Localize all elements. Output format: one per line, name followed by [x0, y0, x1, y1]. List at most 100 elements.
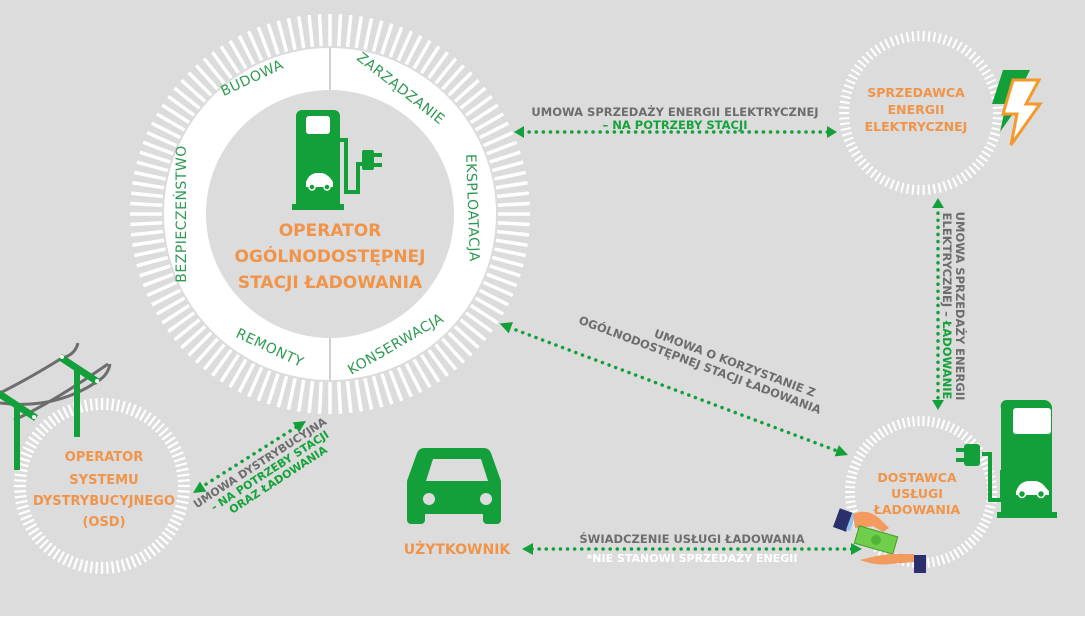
tick-mark: [187, 331, 213, 357]
tick-mark: [478, 121, 509, 140]
tick-mark: [926, 557, 930, 568]
tick-mark: [912, 416, 916, 427]
tick-mark: [865, 51, 874, 61]
tick-mark: [486, 140, 518, 156]
relation-energy-sale-charging: UMOWA SPRZEDAŻY ENERGII ELEKTRYCZNEJ – Ł…: [932, 198, 968, 410]
tick-mark: [307, 380, 315, 414]
tick-mark: [988, 136, 999, 142]
tick-mark: [942, 34, 948, 45]
tick-mark: [276, 20, 289, 53]
tick-mark: [256, 26, 272, 58]
tick-mark: [164, 436, 176, 445]
tick-mark: [947, 36, 953, 47]
tick-mark: [846, 504, 857, 509]
tick-mark: [441, 64, 466, 91]
tick-mark: [889, 179, 895, 190]
tick-mark: [380, 373, 394, 405]
tick-mark: [161, 103, 191, 124]
tick-mark: [474, 112, 505, 132]
tick-mark: [464, 95, 493, 117]
tick-mark: [57, 551, 65, 563]
tick-mark: [78, 559, 84, 572]
tick-mark: [67, 404, 74, 417]
tick-mark: [110, 561, 115, 574]
osd-title-line4: (OSD): [82, 515, 125, 530]
tick-mark: [482, 280, 514, 297]
tick-mark: [164, 527, 176, 536]
tick-mark: [130, 191, 164, 199]
tick-mark: [957, 428, 965, 438]
tick-mark: [219, 45, 240, 75]
tick-mark: [72, 557, 79, 570]
tick-mark: [984, 73, 994, 81]
tick-mark: [161, 304, 191, 325]
arrow-up-icon: [932, 198, 944, 208]
tick-mark: [14, 473, 27, 478]
tick-mark: [845, 485, 856, 489]
tick-mark: [247, 30, 264, 62]
tick-mark: [984, 145, 994, 153]
seller-tick-ring: [839, 31, 1003, 195]
tick-mark: [482, 131, 514, 148]
tick-mark: [964, 169, 973, 179]
tick-mark: [992, 122, 1003, 126]
tick-mark: [47, 545, 57, 557]
tick-mark: [16, 504, 29, 510]
tick-mark: [497, 201, 530, 207]
provider-charging-station-icon: [956, 399, 1057, 518]
tick-mark: [14, 489, 27, 493]
tick-mark: [459, 318, 487, 342]
arrow-right-icon: [292, 421, 306, 433]
tick-mark: [219, 353, 240, 383]
tick-mark: [142, 272, 174, 288]
tick-mark: [420, 353, 441, 383]
dotted-arrow-line: [514, 328, 842, 454]
tick-mark: [404, 362, 423, 393]
tick-mark: [380, 23, 394, 55]
tick-mark: [427, 51, 449, 80]
tick-mark: [953, 425, 960, 436]
osd-title-line1: OPERATOR: [65, 450, 143, 465]
tick-mark: [151, 542, 161, 553]
relation-note: *NIE STANOWI SPRZEDAŻY ENEGII: [587, 551, 798, 565]
tick-mark: [89, 561, 94, 574]
tick-mark: [211, 51, 233, 80]
tick-mark: [177, 473, 190, 478]
tick-mark: [493, 170, 526, 181]
tick-mark: [975, 59, 985, 68]
tick-mark: [464, 311, 493, 333]
operator-title-line3: STACJI ŁADOWANIA: [238, 273, 423, 293]
provider-node: DOSTAWCA USŁUGI ŁADOWANIA: [833, 399, 1057, 573]
tick-mark: [125, 402, 132, 415]
tick-mark: [489, 150, 521, 164]
svg-text:ELEKTRYCZNEJ – ŁADOWANIE: ELEKTRYCZNEJ – ŁADOWANIE: [940, 213, 954, 400]
tick-mark: [853, 455, 864, 462]
tick-mark: [256, 370, 272, 402]
tick-mark: [491, 255, 524, 268]
tick-mark: [237, 362, 256, 393]
tick-mark: [43, 419, 53, 430]
tick-mark: [851, 460, 862, 467]
tick-mark: [839, 117, 850, 120]
tick-mark: [889, 36, 895, 47]
tick-mark: [105, 561, 109, 574]
tick-mark: [167, 441, 179, 449]
tick-mark: [848, 73, 858, 81]
tick-mark: [949, 423, 956, 434]
tick-mark: [964, 47, 973, 57]
tick-mark: [854, 63, 864, 72]
relation-energy-sale-station: UMOWA SPRZEDAŻY ENERGII ELEKTRYCZNEJ – N…: [514, 104, 837, 138]
tick-mark: [194, 64, 219, 91]
tick-mark: [884, 38, 891, 49]
tick-mark: [861, 162, 870, 171]
tick-mark: [296, 379, 306, 412]
tick-mark: [846, 475, 857, 480]
tick-mark: [154, 538, 166, 550]
tick-mark: [894, 34, 900, 45]
tick-mark: [43, 542, 53, 553]
tick-mark: [951, 38, 958, 49]
tick-mark: [972, 55, 981, 64]
tick-mark: [986, 78, 997, 85]
tick-mark: [169, 518, 182, 526]
tick-mark: [896, 419, 902, 430]
